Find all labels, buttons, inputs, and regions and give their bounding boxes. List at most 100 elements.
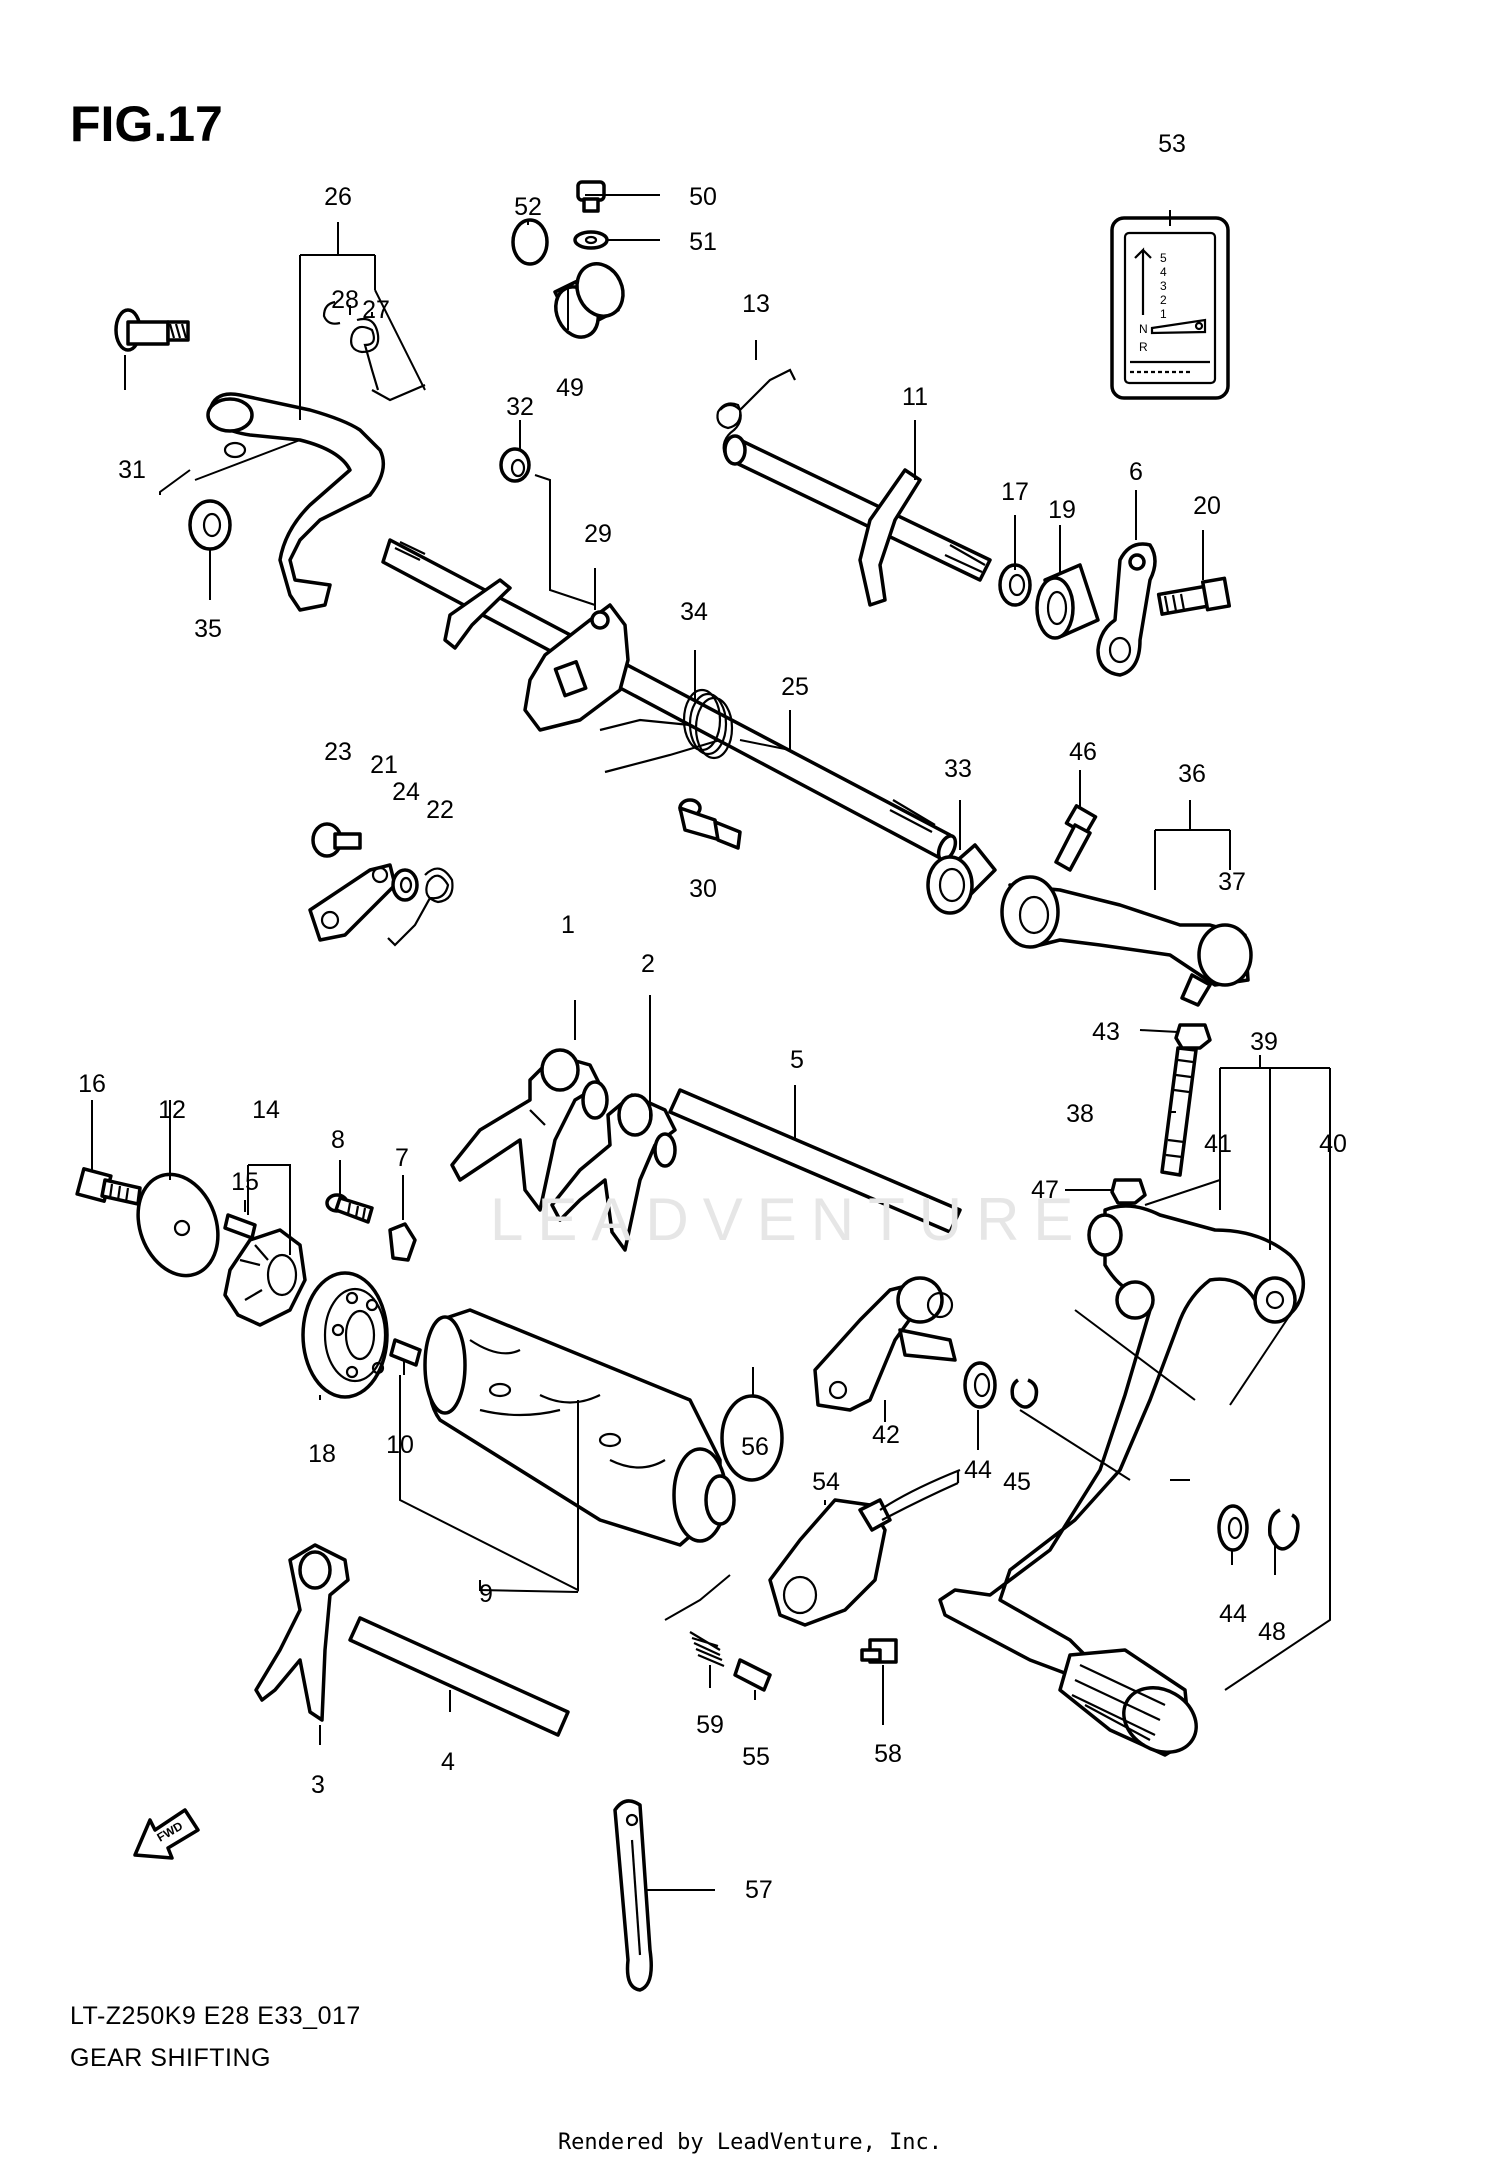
part-57-tool	[613, 1799, 653, 1992]
callout-51: 51	[689, 228, 717, 256]
part-9-shift-drum	[423, 1308, 736, 1547]
callout-34: 34	[680, 598, 708, 626]
callout-20: 20	[1193, 492, 1221, 520]
callout-29: 29	[584, 520, 612, 548]
callout-1-label: 1	[561, 911, 575, 939]
callout-33: 33	[944, 755, 972, 783]
part-56-o-ring	[720, 1394, 784, 1482]
callout-12: 12	[158, 1096, 186, 1124]
callout-9: 9	[479, 1580, 493, 1608]
callout-24: 24	[392, 778, 420, 806]
figure-title: FIG.17	[70, 96, 223, 152]
part-31-bolt	[114, 308, 190, 352]
callout-28: 28	[331, 286, 359, 314]
part-23-bolt	[311, 822, 362, 858]
gear-reverse-text: R	[1139, 340, 1148, 354]
part-2-shift-fork	[550, 1093, 677, 1252]
callout-37: 37	[1218, 868, 1246, 896]
callout-7: 7	[395, 1144, 409, 1172]
gear-4-text: 4	[1160, 265, 1167, 279]
part-4-fork-shaft	[348, 1616, 570, 1737]
part-5-fork-shaft	[668, 1088, 962, 1234]
part-44-washer-upper	[963, 1361, 997, 1409]
callout-8: 8	[331, 1126, 345, 1154]
model-code: LT-Z250K9 E28 E33_017	[70, 2002, 361, 2030]
part-53-gear-label: 5 4 3 2 1 N R	[1110, 216, 1230, 400]
callout-52: 52	[514, 193, 542, 221]
part-43-nut	[1174, 1023, 1212, 1050]
callout-38: 38	[1066, 1100, 1094, 1128]
part-19-bearing	[1035, 563, 1100, 640]
part-17-washer	[998, 563, 1032, 607]
callout-22: 22	[426, 796, 454, 824]
part-38-rod	[1160, 1046, 1198, 1177]
part-40-footpeg	[1058, 1648, 1198, 1757]
part-16-bolt	[75, 1167, 142, 1206]
part-46-bolt	[1054, 804, 1098, 872]
callout-27: 27	[362, 296, 390, 324]
part-29-shift-plate	[443, 578, 630, 732]
callout-25: 25	[781, 673, 809, 701]
callout-50: 50	[689, 183, 717, 211]
callout-55: 55	[742, 1743, 770, 1771]
part-22-spring	[387, 867, 454, 947]
callout-44-lower: 44	[1219, 1600, 1247, 1628]
callout-48: 48	[1258, 1618, 1286, 1646]
part-24-washer	[391, 868, 419, 902]
callout-30: 30	[689, 875, 717, 903]
part-44-washer-lower	[1217, 1504, 1249, 1552]
part-51-washer	[573, 230, 609, 250]
fwd-arrow-icon: FWD	[133, 1808, 200, 1860]
callout-4: 4	[441, 1748, 455, 1776]
callout-47: 47	[1031, 1176, 1059, 1204]
part-7-stopper	[388, 1222, 417, 1262]
callout-18: 18	[308, 1440, 336, 1468]
watermark: LEADVENTURE	[490, 1186, 1088, 1253]
part-55-pin	[733, 1658, 772, 1692]
part-1-shift-fork	[450, 1048, 609, 1212]
callout-3: 3	[311, 1771, 325, 1799]
part-49-cap	[553, 262, 625, 339]
part-13-spring	[716, 368, 796, 461]
callout-46: 46	[1069, 738, 1097, 766]
callout-10: 10	[386, 1431, 414, 1459]
part-39-gearshift-lever	[938, 1204, 1306, 1677]
gear-5-text: 5	[1160, 251, 1167, 265]
part-27-spring	[350, 317, 426, 402]
part-6-lever	[1096, 542, 1157, 677]
callout-numbers: 1 2 3 4 5 6 7 8 9 10 11 12 13 14 15 16 1…	[78, 130, 1347, 1904]
callout-54: 54	[812, 1468, 840, 1496]
callout-43: 43	[1092, 1018, 1120, 1046]
callout-17: 17	[1001, 478, 1029, 506]
part-18-bearing	[301, 1271, 389, 1399]
part-54-position-sensor	[768, 1468, 961, 1627]
callout-57: 57	[745, 1876, 773, 1904]
callout-16: 16	[78, 1070, 106, 1098]
part-3-shift-fork	[254, 1543, 350, 1722]
callout-41: 41	[1204, 1130, 1232, 1158]
part-42-bracket	[813, 1276, 957, 1412]
part-8-screw	[325, 1193, 374, 1224]
part-14-cam-star	[223, 1228, 307, 1327]
rendered-by-credit: Rendered by LeadVenture, Inc.	[557, 2130, 943, 2155]
callout-49: 49	[556, 374, 584, 402]
callout-5: 5	[790, 1046, 804, 1074]
gear-1-text: 1	[1160, 307, 1167, 321]
callout-40: 40	[1319, 1130, 1347, 1158]
part-50-bolt	[576, 180, 606, 213]
part-35-washer	[188, 499, 232, 551]
part-59-spring	[689, 1631, 725, 1668]
callout-31: 31	[118, 456, 146, 484]
callout-11: 11	[902, 383, 928, 411]
callout-23: 23	[324, 738, 352, 766]
callout-2: 2	[641, 950, 655, 978]
part-10-pin	[389, 1338, 422, 1367]
part-33-bearing	[926, 843, 997, 915]
gear-neutral-text: N	[1139, 322, 1148, 336]
part-32-bush	[499, 447, 531, 483]
callout-44-upper: 44	[964, 1456, 992, 1484]
callout-35: 35	[194, 615, 222, 643]
part-34-return-spring	[599, 688, 734, 774]
